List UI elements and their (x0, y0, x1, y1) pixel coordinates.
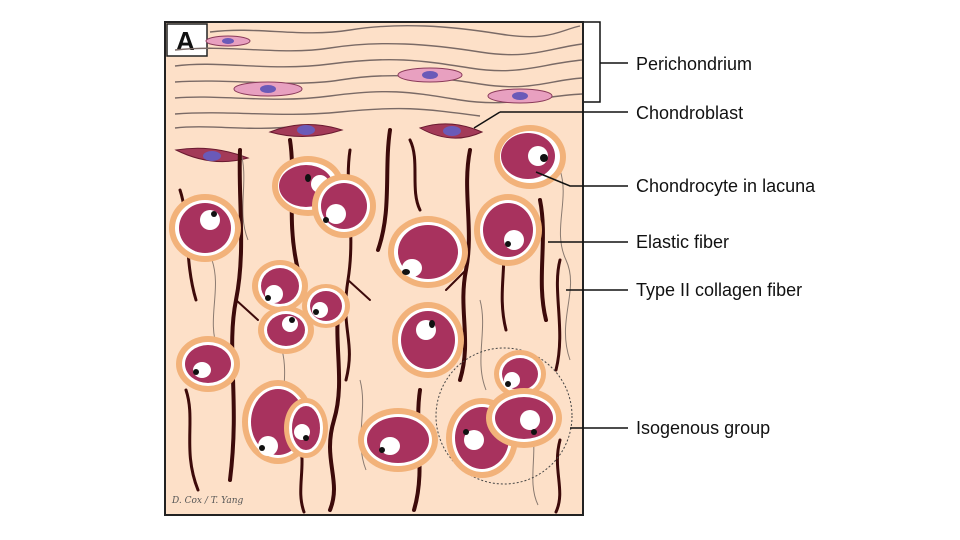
label-chondroblast: Chondroblast (636, 103, 743, 123)
label-type-ii-collagen-fiber: Type II collagen fiber (636, 280, 802, 300)
chondrocyte (392, 302, 464, 378)
chondrocyte (252, 260, 308, 312)
chondrocyte (486, 388, 562, 448)
chondrocyte (388, 216, 468, 288)
chondrocyte (284, 398, 328, 458)
illustrator-signature: D. Cox / T. Yang (171, 496, 244, 506)
label-perichondrium: Perichondrium (636, 54, 752, 74)
perichondrium-bracket (584, 22, 600, 102)
chondrocyte (169, 194, 241, 262)
chondrocyte (474, 194, 542, 266)
chondrocyte (312, 174, 376, 238)
chondrocyte (258, 306, 314, 354)
label-isogenous-group: Isogenous group (636, 418, 770, 438)
chondrocyte (358, 408, 438, 472)
label-chondrocyte-in-lacuna: Chondrocyte in lacuna (636, 176, 816, 196)
label-elastic-fiber: Elastic fiber (636, 232, 729, 252)
chondrocyte (176, 336, 240, 392)
panel-letter: A (176, 26, 195, 56)
